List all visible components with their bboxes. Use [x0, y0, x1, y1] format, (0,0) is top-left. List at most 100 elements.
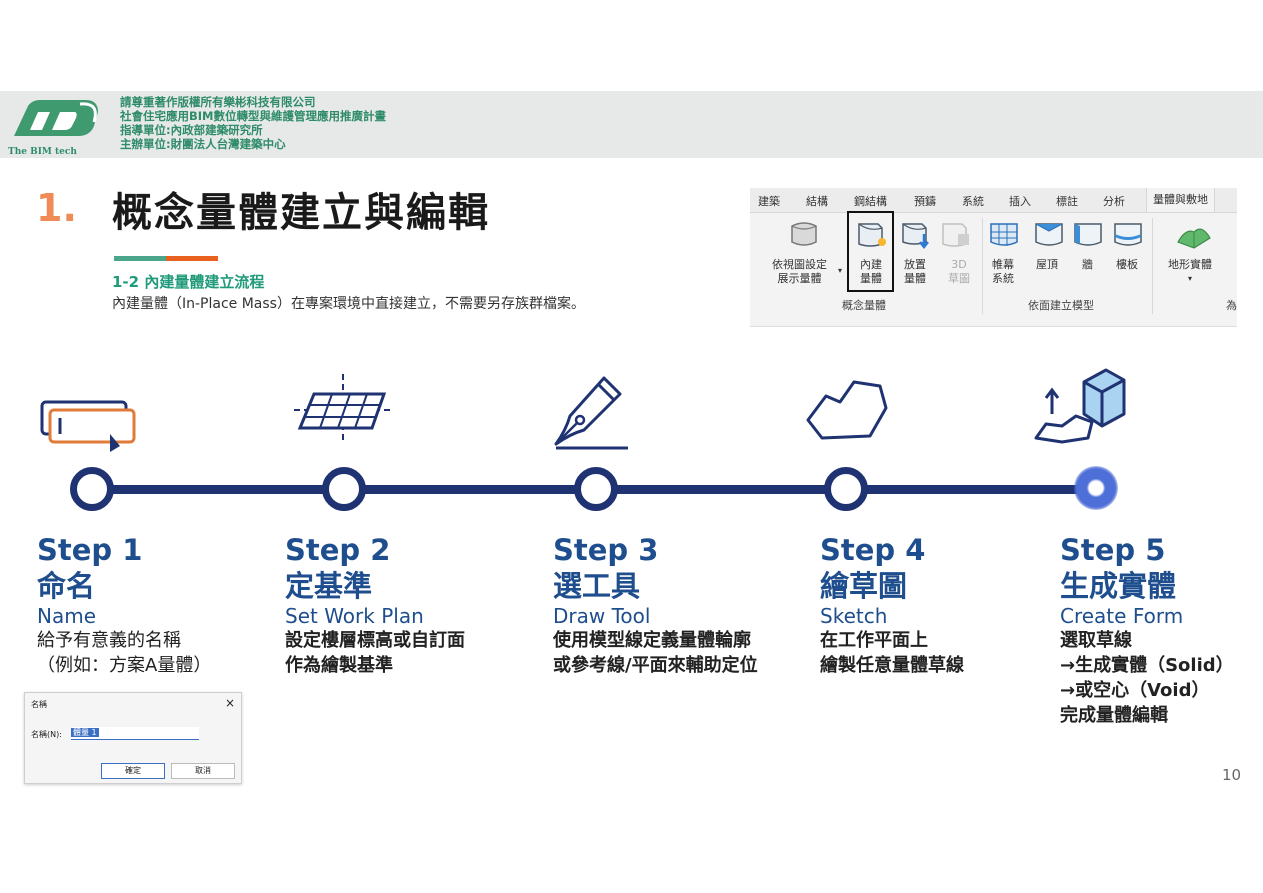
- step-desc-line: 作為繪製基準: [285, 655, 393, 676]
- credit-line: 主辦單位:財團法人台灣建築中心: [120, 137, 286, 151]
- credit-line: 指導單位:內政部建築研究所: [120, 123, 263, 137]
- show-mass-button[interactable]: 依視圖設定 展示量體: [772, 258, 827, 286]
- step-desc-line: 繪製任意量體草線: [820, 655, 964, 676]
- dropdown-arrow-icon[interactable]: ▾: [838, 266, 843, 275]
- step-name: 繪草圖: [820, 569, 908, 603]
- step-name: 命名: [37, 569, 96, 603]
- header-credits: 請尊重著作版權所有樂彬科技有限公司 社會住宅應用BIM數位轉型與維護管理應用推廣…: [120, 95, 386, 151]
- step-desc-line: →生成實體（Solid）: [1060, 655, 1234, 676]
- tab-massing-site[interactable]: 量體與敷地: [1146, 188, 1215, 212]
- sketch-outline-icon: [806, 380, 888, 440]
- floor-by-face-icon: [1114, 223, 1142, 246]
- roof-by-face-icon: [1035, 223, 1063, 246]
- step-number: Step 4: [820, 533, 926, 567]
- step-number: Step 5: [1060, 533, 1166, 567]
- step-desc-line: 給予有意義的名稱: [37, 630, 181, 651]
- name-input-value: 體量 1: [71, 728, 99, 737]
- group-separator: [982, 218, 983, 314]
- credit-line: 請尊重著作版權所有樂彬科技有限公司: [120, 95, 316, 109]
- step-desc-line: 使用模型線定義量體輪廓: [553, 630, 751, 651]
- button-label: 3D: [951, 258, 967, 271]
- name-tag-icon: [40, 400, 136, 452]
- close-icon[interactable]: ×: [224, 696, 235, 710]
- tab-insert[interactable]: 插入: [1009, 195, 1031, 208]
- section-description: 內建量體（In-Place Mass）在專案環境中直接建立，不需要另存族群檔案。: [112, 296, 585, 312]
- inplace-mass-icon: [858, 223, 886, 247]
- group-conceptual-mass: 概念量體: [842, 299, 886, 312]
- 3d-sketch-icon: [942, 223, 969, 247]
- timeline-node-3: [574, 467, 618, 511]
- floor-by-face-button[interactable]: 樓板: [1116, 258, 1138, 271]
- wall-by-face-icon: [1074, 223, 1102, 246]
- page-title: 概念量體建立與編輯: [112, 190, 490, 236]
- step-english: Create Form: [1060, 604, 1184, 628]
- name-input[interactable]: 體量 1: [71, 727, 199, 740]
- 3d-sketch-button[interactable]: 3D 草圖: [948, 258, 970, 286]
- step-number: Step 1: [37, 533, 143, 567]
- show-mass-icon: [791, 222, 817, 246]
- curtain-system-button[interactable]: 帷幕 系統: [992, 258, 1014, 286]
- group-separator: [1152, 218, 1153, 314]
- dropdown-arrow-icon[interactable]: ▾: [1188, 274, 1193, 283]
- step-desc-line: 完成量體編輯: [1060, 705, 1168, 726]
- step-desc-line: 選取草線: [1060, 630, 1132, 651]
- accent-bar-green: [114, 256, 166, 261]
- step-name: 生成實體: [1060, 569, 1177, 603]
- ok-button[interactable]: 確定: [101, 763, 165, 779]
- step-desc-line: （例如：方案A量體）: [37, 655, 212, 676]
- section-subtitle: 1-2 內建量體建立流程: [112, 273, 265, 291]
- dialog-label: 名稱(N):: [31, 730, 62, 739]
- roof-by-face-button[interactable]: 屋頂: [1036, 258, 1058, 271]
- logo-text: The BIM tech: [8, 147, 77, 157]
- step-number: Step 3: [553, 533, 659, 567]
- button-label: 量體: [860, 272, 882, 285]
- timeline-node-5-active: [1074, 466, 1118, 510]
- step-desc-line: →或空心（Void）: [1060, 680, 1210, 701]
- step-2: Step 2 定基準 Set Work Plan 設定樓層標高或自訂面 作為繪製…: [285, 532, 465, 678]
- tab-precast[interactable]: 預鑄: [914, 195, 936, 208]
- toposolid-icon: [1177, 228, 1211, 249]
- revit-ribbon: 建築 結構 鋼結構 預鑄 系統 插入 標註 分析 量體與敷地 依視圖設定 展示量…: [750, 188, 1237, 327]
- group-partial: 為: [1226, 299, 1237, 312]
- tab-systems[interactable]: 系統: [962, 195, 984, 208]
- curtain-system-icon: [990, 223, 1018, 246]
- step-1: Step 1 命名 Name 給予有意義的名稱 （例如：方案A量體）: [37, 532, 211, 678]
- header-band: [0, 91, 1263, 158]
- button-label: 草圖: [948, 272, 970, 285]
- tab-structure[interactable]: 結構: [806, 195, 828, 208]
- step-english: Draw Tool: [553, 604, 651, 628]
- timeline-node-1: [70, 467, 114, 511]
- cancel-button[interactable]: 取消: [171, 763, 235, 779]
- tab-steel[interactable]: 鋼結構: [854, 195, 887, 208]
- ribbon-tab-bar: 建築 結構 鋼結構 預鑄 系統 插入 標註 分析 量體與敷地: [750, 188, 1237, 213]
- place-mass-button[interactable]: 放置 量體: [904, 258, 926, 286]
- toposolid-button[interactable]: 地形實體: [1168, 258, 1212, 271]
- place-mass-icon: [902, 223, 929, 250]
- group-model-by-face: 依面建立模型: [1028, 299, 1094, 312]
- step-desc-line: 設定樓層標高或自訂面: [285, 630, 465, 651]
- step-name: 定基準: [285, 569, 373, 603]
- step-english: Set Work Plan: [285, 604, 424, 628]
- tab-architecture[interactable]: 建築: [758, 195, 780, 208]
- wall-by-face-button[interactable]: 牆: [1082, 258, 1093, 271]
- step-3: Step 3 選工具 Draw Tool 使用模型線定義量體輪廓 或參考線/平面…: [553, 532, 758, 678]
- button-label: 依視圖設定: [772, 258, 827, 271]
- step-number: Step 2: [285, 533, 391, 567]
- highlight-box: [847, 211, 894, 292]
- tab-analyze[interactable]: 分析: [1103, 195, 1125, 208]
- button-label: 展示量體: [777, 272, 822, 285]
- page-number: 10: [1222, 766, 1242, 784]
- dialog-title: 名稱: [31, 700, 47, 709]
- button-label: 系統: [992, 272, 1014, 285]
- section-number: 1.: [36, 186, 77, 230]
- timeline-node-2: [322, 467, 366, 511]
- inplace-mass-button[interactable]: 內建 量體: [860, 258, 882, 286]
- pen-tool-icon: [554, 376, 628, 450]
- bim-tech-logo: [14, 100, 98, 136]
- accent-bar-orange: [166, 256, 218, 261]
- credit-line: 社會住宅應用BIM數位轉型與維護管理應用推廣計畫: [120, 109, 386, 123]
- timeline-node-4: [824, 467, 868, 511]
- button-label: 放置: [904, 258, 926, 271]
- button-label: 量體: [904, 272, 926, 285]
- tab-annotate[interactable]: 標註: [1056, 195, 1078, 208]
